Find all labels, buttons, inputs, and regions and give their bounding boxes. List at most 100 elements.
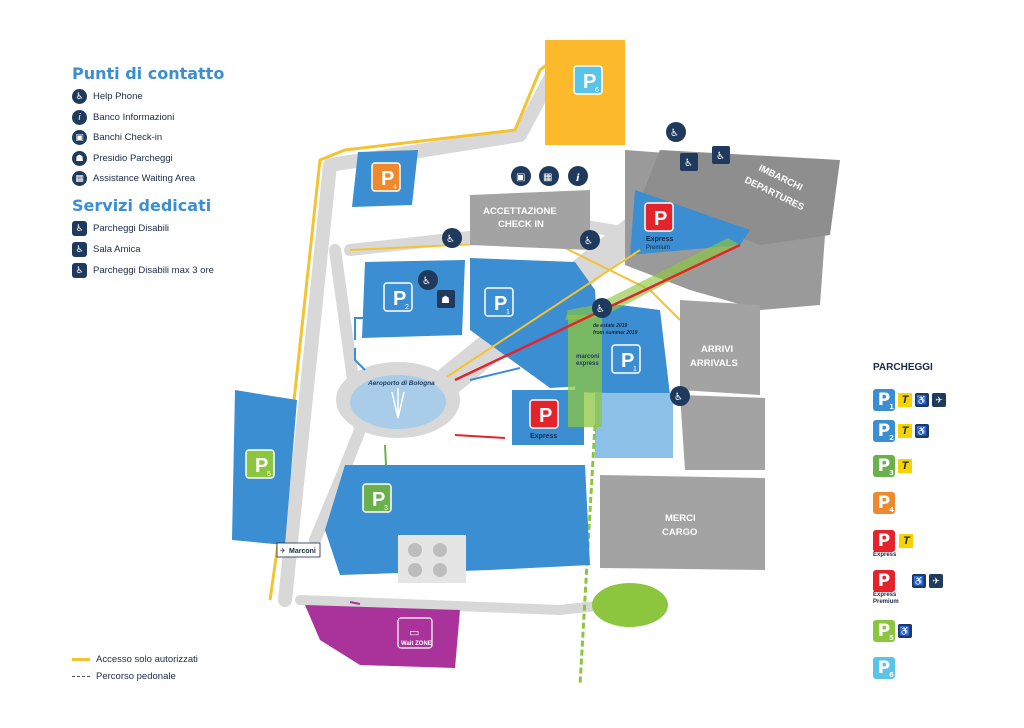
legend-disabled-3h: ♿Parcheggi Disabili max 3 ore	[72, 263, 214, 278]
kiss-fly-icon: ✈	[929, 574, 943, 588]
map-help-phone-icons	[418, 122, 690, 406]
disabled-parking-icon: ♿	[716, 151, 725, 162]
parking-legend-express: P Express T	[873, 530, 914, 559]
disabled-parking-icon: ♿	[72, 221, 87, 236]
help-phone-icon: ♿	[670, 128, 679, 139]
p3-num: 3	[384, 505, 388, 512]
info-icon: i	[72, 110, 87, 125]
marconi-sign-label: Marconi	[289, 548, 316, 555]
marconi-express-line	[565, 238, 740, 320]
parking-desk-icon: ☗	[441, 295, 450, 306]
help-phone-icon: ♿	[72, 89, 87, 104]
help-phone-icon: ♿	[584, 236, 593, 247]
p2-num: 2	[405, 304, 409, 311]
express-note-1: da estate 2019	[593, 323, 627, 329]
help-phone-icon: ♿	[422, 276, 431, 287]
legend-label: Assistance Waiting Area	[93, 173, 196, 184]
shuttle-t-icon: T	[898, 393, 912, 407]
direction-arrows	[349, 317, 521, 605]
sala-amica-icon: ♿	[72, 242, 87, 257]
express-premium-badge	[644, 202, 674, 232]
checkin-label-2: CHECK IN	[498, 219, 544, 230]
disabled-3h-icon: ♿	[912, 574, 926, 588]
services-title: Servizi dedicati	[72, 196, 212, 215]
parking-p2-area	[362, 260, 465, 338]
help-phone-icon: ♿	[674, 392, 683, 403]
shuttle-t-icon: T	[898, 459, 912, 473]
roundabout-label: Aeroporto di Bologna	[367, 380, 435, 387]
check-in-icon: ▣	[72, 130, 87, 145]
wait-zone-label: Wait ZONE	[401, 641, 432, 647]
disabled-icon: ♿	[915, 393, 929, 407]
parking-p4-badge: P 4	[371, 162, 401, 192]
cargo-label-1: MERCI	[665, 513, 696, 524]
parking-p5-badge: P 5	[245, 449, 275, 479]
car-icon: ▭	[409, 627, 419, 639]
premium-badge: P	[873, 570, 895, 592]
sala-amica-icon: ♿	[684, 158, 693, 169]
arrivals-building	[680, 300, 760, 395]
p1-east-num: 1	[633, 366, 637, 373]
parking-p6-badge: P 6	[573, 65, 603, 95]
express-badge: P	[873, 530, 895, 552]
legend-label: Parcheggi Disabili	[93, 223, 170, 234]
p3-letter: P	[372, 489, 385, 511]
legend-help-phone: ♿ Help Phone	[72, 89, 143, 104]
ramp-yellow	[444, 249, 641, 379]
checkin-label-1: ACCETTAZIONE	[483, 206, 557, 217]
terminal-checkin-building	[470, 190, 590, 250]
legend-walking-path: Percorso pedonale	[72, 671, 176, 682]
check-in-icon: ▣	[516, 172, 525, 183]
wait-zone-area	[305, 605, 460, 668]
contact-title: Punti di contatto	[72, 64, 225, 83]
legend-parking-desk: ☗Presidio Parcheggi	[72, 151, 173, 166]
parking-p2-badge: P 2	[383, 282, 413, 312]
express-sub: Express	[873, 552, 897, 558]
map-service-icons	[437, 146, 730, 308]
green-roundabout	[592, 583, 668, 627]
help-phone-icon: ♿	[596, 304, 605, 315]
kiss-fly-icon: ✈	[932, 393, 946, 407]
legend-label: Parcheggi Disabili max 3 ore	[93, 265, 214, 276]
help-phone-icon: ♿	[446, 234, 455, 245]
premium-badge-group: P Express Premium	[873, 570, 909, 606]
p6-num: 6	[595, 87, 599, 94]
p3-structure	[398, 535, 466, 583]
legend-sala-amica: ♿ Sala Amica	[72, 242, 141, 257]
p5-num: 5	[267, 471, 271, 478]
walking-path-swatch	[72, 676, 90, 677]
legend-authorized-access: Accesso solo autorizzati	[72, 654, 198, 665]
p1-letter: P	[494, 293, 507, 315]
express-note-2: from summer 2019	[593, 330, 638, 336]
premium-sub: Express Premium	[873, 592, 899, 605]
legend-label: Percorso pedonale	[96, 671, 176, 682]
express-label: Express	[530, 433, 557, 440]
marconi-express-2: express	[576, 361, 599, 367]
shuttle-t-icon: T	[898, 424, 912, 438]
authorized-line-swatch	[72, 658, 90, 661]
marconi-sign	[276, 542, 321, 558]
legend-label: Sala Amica	[93, 244, 141, 255]
arrivals-building-2	[680, 395, 765, 470]
p4-letter: P	[381, 168, 394, 190]
legend-label: Help Phone	[93, 91, 143, 102]
parking-legend-premium: P Express Premium ♿ ✈	[873, 570, 943, 606]
wait-zone-badge	[397, 617, 433, 649]
parking-p3-badge: P 3	[362, 483, 392, 513]
cargo-building	[600, 475, 765, 570]
departures-pier	[640, 150, 840, 245]
legend-check-in: ▣Banchi Check-in	[72, 130, 162, 145]
parking-p1-east-badge: P 1	[611, 344, 641, 374]
plane-icon: ✈	[280, 548, 286, 555]
p1-east-letter: P	[621, 350, 634, 372]
